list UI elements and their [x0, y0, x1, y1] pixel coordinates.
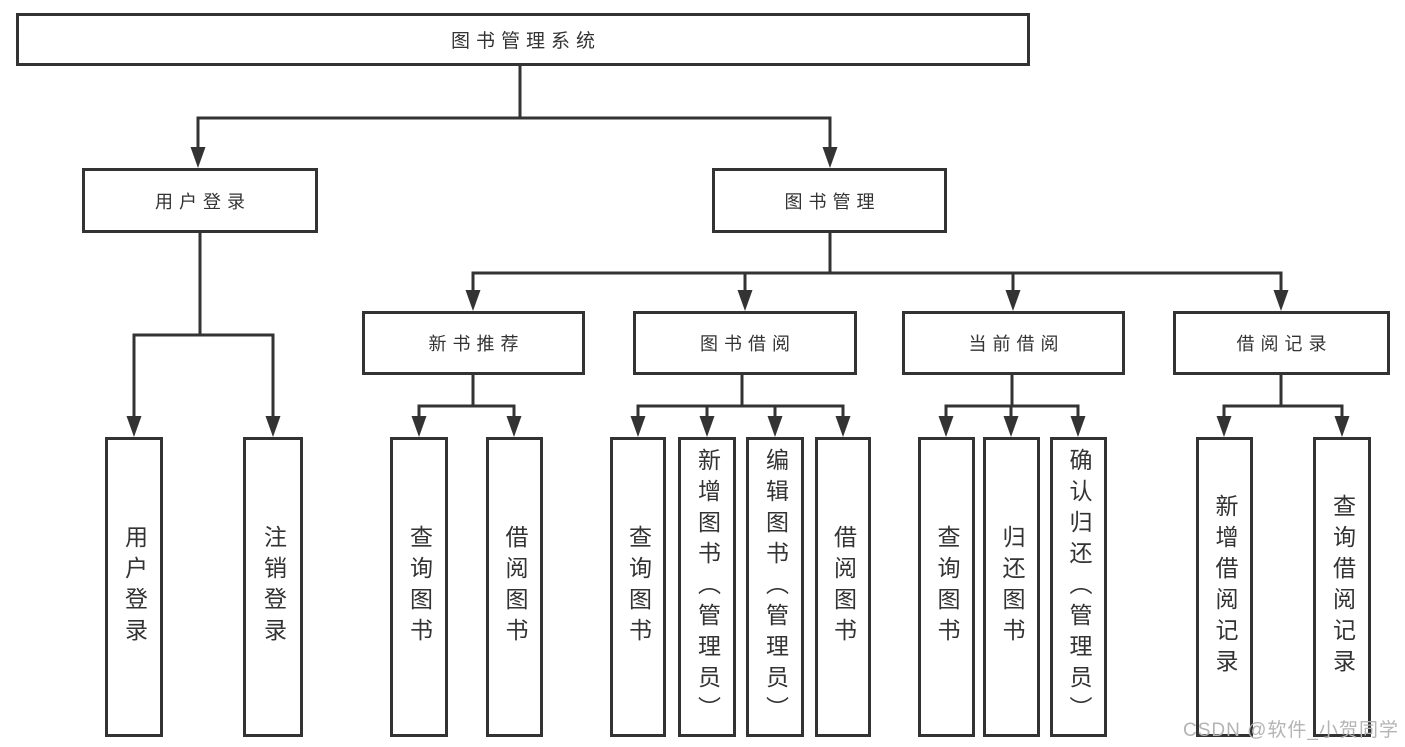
leaf-label: 查询图书	[406, 525, 433, 649]
node-new-book-recommend: 新书推荐	[362, 311, 585, 375]
leaf-label: 查询图书	[934, 525, 960, 649]
node-book-management: 图书管理	[712, 168, 947, 233]
leaf-query-books-recommend: 查询图书	[390, 437, 448, 737]
leaf-label: 借阅图书	[830, 525, 857, 649]
leaf-borrow-books: 借阅图书	[815, 437, 871, 737]
leaf-query-books-current: 查询图书	[918, 437, 975, 737]
leaf-label: 新增借阅记录	[1212, 494, 1238, 680]
leaf-add-books-admin: 新增图书（管理员）	[678, 437, 736, 737]
csdn-watermark: CSDN @软件_小贺同学	[1183, 720, 1399, 741]
leaf-label: 新增图书（管理员）	[694, 447, 721, 727]
leaf-label: 借阅图书	[502, 525, 528, 649]
leaf-query-books-borrow: 查询图书	[610, 437, 666, 737]
leaf-label: 查询图书	[625, 525, 652, 649]
leaf-borrow-books-recommend: 借阅图书	[486, 437, 543, 737]
leaf-user-login: 用户登录	[105, 437, 163, 737]
leaf-label: 编辑图书（管理员）	[762, 447, 789, 727]
node-book-borrow: 图书借阅	[633, 311, 857, 375]
leaf-label: 归还图书	[999, 525, 1025, 649]
node-root-system: 图书管理系统	[16, 13, 1030, 66]
leaf-confirm-return-admin: 确认归还（管理员）	[1050, 437, 1107, 737]
node-current-borrow: 当前借阅	[902, 311, 1125, 375]
leaf-label: 注销登录	[260, 525, 287, 649]
leaf-edit-books-admin: 编辑图书（管理员）	[746, 437, 804, 737]
node-borrow-records: 借阅记录	[1173, 311, 1390, 375]
leaf-query-borrow-record: 查询借阅记录	[1313, 437, 1371, 737]
leaf-label: 确认归还（管理员）	[1066, 447, 1092, 727]
leaf-label: 查询借阅记录	[1329, 494, 1356, 680]
leaf-label: 用户登录	[121, 525, 148, 649]
leaf-return-books: 归还图书	[983, 437, 1040, 737]
leaf-add-borrow-record: 新增借阅记录	[1196, 437, 1253, 737]
leaf-logout: 注销登录	[243, 437, 303, 737]
node-user-login: 用户登录	[82, 168, 318, 233]
